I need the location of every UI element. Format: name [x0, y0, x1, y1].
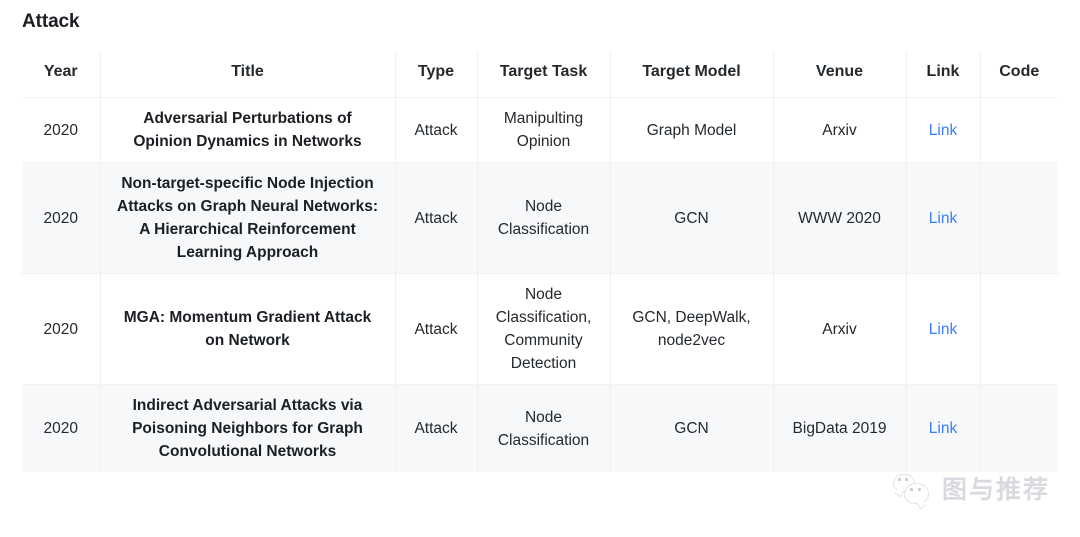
cell-title: Indirect Adversarial Attacks via Poisoni…	[99, 384, 396, 472]
table-header: Year Title Type Target Task Target Model…	[22, 52, 1058, 98]
cell-venue: Arxiv	[772, 97, 907, 163]
cell-link: Link	[905, 162, 981, 274]
paper-link[interactable]: Link	[928, 209, 958, 227]
attack-papers-table-wrapper: Year Title Type Target Task Target Model…	[22, 52, 1058, 472]
cell-title: MGA: Momentum Gradient Attack on Network	[99, 273, 396, 385]
cell-type: Attack	[394, 384, 478, 472]
cell-target-model: GCN, DeepWalk, node2vec	[609, 273, 774, 385]
cell-venue: WWW 2020	[772, 162, 907, 274]
column-header-target-model[interactable]: Target Model	[609, 52, 774, 98]
watermark-label: 图与推荐	[942, 475, 1051, 504]
cell-target-task: Node Classification, Community Detection	[476, 273, 611, 385]
cell-target-task: Node Classification	[476, 384, 611, 472]
column-header-year[interactable]: Year	[22, 52, 101, 98]
attack-papers-table: Year Title Type Target Task Target Model…	[22, 52, 1058, 472]
paper-link[interactable]: Link	[928, 420, 958, 437]
wechat-double-bubble-icon	[893, 472, 935, 508]
column-header-link[interactable]: Link	[905, 52, 981, 98]
cell-type: Attack	[394, 273, 478, 385]
cell-code	[979, 384, 1058, 472]
table-row: 2020 Adversarial Perturbations of Opinio…	[22, 97, 1058, 163]
page-title: Attack	[22, 11, 80, 32]
cell-code	[979, 162, 1058, 274]
column-header-type[interactable]: Type	[394, 52, 478, 98]
cell-code	[979, 273, 1058, 385]
table-row: 2020 Indirect Adversarial Attacks via Po…	[22, 384, 1058, 472]
table-row: 2020 MGA: Momentum Gradient Attack on Ne…	[22, 273, 1058, 385]
cell-venue: Arxiv	[772, 273, 907, 385]
column-header-code[interactable]: Code	[979, 52, 1058, 98]
cell-year: 2020	[22, 384, 101, 472]
cell-target-model: GCN	[609, 162, 774, 274]
paper-link[interactable]: Link	[928, 121, 958, 139]
cell-code	[979, 97, 1058, 163]
cell-type: Attack	[394, 97, 478, 163]
cell-title: Non-target-specific Node Injection Attac…	[99, 162, 396, 274]
cell-year: 2020	[22, 162, 101, 274]
cell-year: 2020	[22, 97, 101, 163]
cell-target-model: Graph Model	[609, 97, 774, 163]
cell-target-task: Manipulting Opinion	[476, 97, 611, 163]
cell-venue: BigData 2019	[772, 384, 907, 472]
table-row: 2020 Non-target-specific Node Injection …	[22, 162, 1058, 274]
cell-link: Link	[905, 97, 981, 163]
cell-year: 2020	[22, 273, 101, 385]
column-header-title[interactable]: Title	[99, 52, 396, 98]
cell-target-task: Node Classification	[476, 162, 611, 274]
column-header-target-task[interactable]: Target Task	[476, 52, 611, 98]
paper-link[interactable]: Link	[928, 320, 958, 338]
cell-title: Adversarial Perturbations of Opinion Dyn…	[99, 97, 396, 163]
cell-link: Link	[905, 384, 981, 472]
cell-target-model: GCN	[609, 384, 774, 472]
cell-type: Attack	[394, 162, 478, 274]
cell-link: Link	[905, 273, 981, 385]
table-header-row: Year Title Type Target Task Target Model…	[22, 52, 1058, 98]
column-header-venue[interactable]: Venue	[772, 52, 907, 98]
table-body: 2020 Adversarial Perturbations of Opinio…	[22, 97, 1058, 472]
